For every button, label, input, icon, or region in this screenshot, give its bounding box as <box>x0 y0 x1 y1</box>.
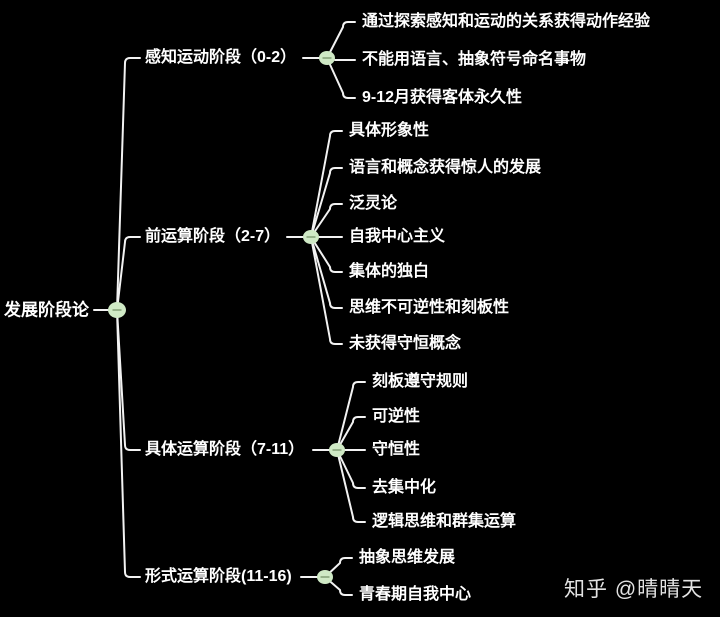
branch-leaf-connector <box>310 203 343 238</box>
leaf-node[interactable]: 逻辑思维和群集运算 <box>372 513 517 530</box>
branch-leaf-connector <box>336 449 366 523</box>
branch-leaf-connector <box>310 236 343 309</box>
leaf-node[interactable]: 集体的独白 <box>349 263 430 280</box>
leaf-node[interactable]: 可逆性 <box>372 408 421 425</box>
leaf-node[interactable]: 未获得守恒概念 <box>349 335 462 352</box>
branch-leaf-connector <box>336 416 366 451</box>
root-branch-connector <box>116 309 141 578</box>
root-branch-connector <box>116 309 141 451</box>
branch-leaf-connector <box>326 57 356 99</box>
branch-node[interactable]: 形式运算阶段(11-16) <box>145 568 292 585</box>
branch-leaf-connector <box>310 167 343 238</box>
root-branch-connector <box>116 236 141 311</box>
branch-node[interactable]: 前运算阶段（2-7） <box>145 228 281 245</box>
leaf-node[interactable]: 泛灵论 <box>349 195 398 212</box>
leaf-node[interactable]: 具体形象性 <box>349 122 430 139</box>
branch-leaf-connector <box>324 557 353 578</box>
leaf-node[interactable]: 9-12月获得客体永久性 <box>362 89 523 106</box>
leaf-node[interactable]: 抽象思维发展 <box>359 549 456 566</box>
leaf-node[interactable]: 语言和概念获得惊人的发展 <box>349 159 542 176</box>
branch-node[interactable]: 感知运动阶段（0-2） <box>145 49 297 66</box>
root-node[interactable]: 发展阶段论 <box>4 300 89 320</box>
leaf-node[interactable]: 去集中化 <box>372 479 437 496</box>
leaf-node[interactable]: 自我中心主义 <box>349 228 446 245</box>
branch-leaf-connector <box>310 236 343 345</box>
leaf-node[interactable]: 青春期自我中心 <box>359 586 472 603</box>
leaf-node[interactable]: 刻板遵守规则 <box>372 373 469 390</box>
watermark: 知乎 @晴晴天 <box>564 578 704 601</box>
branch-leaf-connector <box>310 130 343 238</box>
root-branch-connector <box>116 57 141 311</box>
branch-leaf-connector <box>336 449 366 489</box>
branch-leaf-connector <box>336 381 366 451</box>
branch-leaf-connector <box>310 236 343 273</box>
branch-leaf-connector <box>326 21 356 59</box>
leaf-node[interactable]: 通过探索感知和运动的关系获得动作经验 <box>362 13 651 30</box>
leaf-node[interactable]: 不能用语言、抽象符号命名事物 <box>362 51 587 68</box>
leaf-node[interactable]: 守恒性 <box>372 441 421 458</box>
branch-node[interactable]: 具体运算阶段（7-11） <box>145 441 305 458</box>
leaf-node[interactable]: 思维不可逆性和刻板性 <box>349 299 510 316</box>
branch-leaf-connector <box>324 576 353 596</box>
